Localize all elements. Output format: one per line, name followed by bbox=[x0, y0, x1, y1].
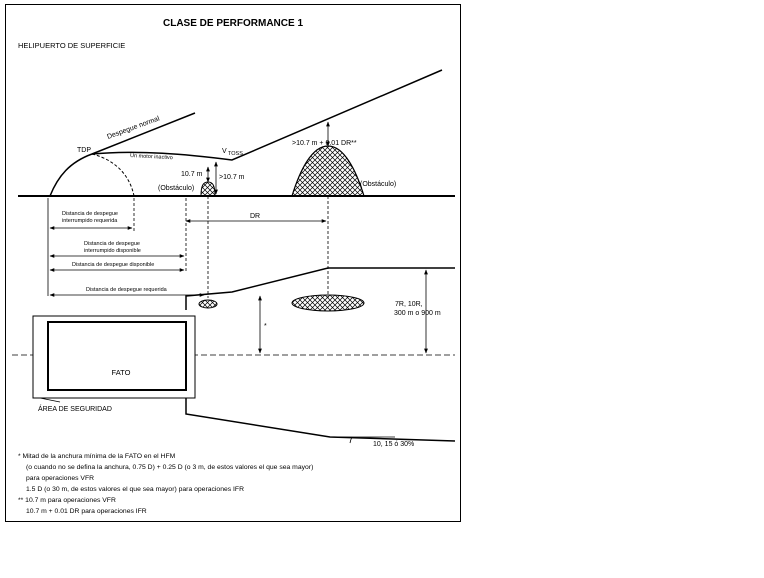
rejected-available-label-1: Distancia de despegue bbox=[84, 241, 140, 247]
engine-out-label: Un motor inactivo bbox=[130, 153, 173, 161]
takeoff-required-label: Distancia de despegue requerida bbox=[86, 287, 168, 293]
note-3: para operaciones VFR bbox=[26, 475, 94, 482]
half-width-asterisk: * bbox=[264, 323, 267, 330]
figure-border bbox=[5, 4, 461, 522]
rejected-available-label-2: interrumpido disponible bbox=[84, 248, 141, 254]
near-obstacle-plan bbox=[198, 299, 218, 309]
note-5: ** 10.7 m para operaciones VFR bbox=[18, 497, 116, 504]
dr-label: DR bbox=[250, 213, 260, 220]
tdp-label: TDP bbox=[77, 147, 91, 154]
rejected-takeoff-path bbox=[91, 153, 135, 197]
note-1: * Mitad de la anchura mínima de la FATO … bbox=[18, 453, 176, 460]
divergence-arc bbox=[349, 436, 353, 444]
rejected-required-label-2: interrumpido requerida bbox=[62, 218, 118, 224]
diagram-title: CLASE DE PERFORMANCE 1 bbox=[163, 18, 303, 29]
width-label-1: 7R, 10R, bbox=[395, 301, 423, 308]
near-obstacle bbox=[200, 181, 216, 197]
divergence-label: 10, 15 ó 30% bbox=[373, 441, 414, 448]
vtoss-subscript: TOSS bbox=[228, 151, 243, 157]
note-6: 10.7 m + 0.01 DR para operaciones IFR bbox=[26, 508, 147, 515]
note-2: (o cuando no se defina la anchura, 0.75 … bbox=[26, 464, 313, 471]
rejected-required-label-1: Distancia de despegue bbox=[62, 211, 118, 217]
note-4: 1.5 D (o 30 m, de estos valores el que s… bbox=[26, 486, 244, 493]
diagram-subtitle: HELIPUERTO DE SUPERFICIE bbox=[18, 41, 125, 50]
upper-boundary bbox=[185, 267, 455, 310]
lower-boundary bbox=[185, 398, 456, 442]
obstacle-left-label: (Obstáculo) bbox=[158, 185, 194, 192]
far-obstacle bbox=[291, 145, 365, 197]
fato-label: FATO bbox=[112, 368, 131, 377]
far-obstacle-plan bbox=[291, 294, 365, 312]
safety-area-label: ÁREA DE SEGURIDAD bbox=[38, 404, 112, 413]
takeoff-available-label: Distancia de despegue disponible bbox=[72, 262, 154, 268]
clearance-far-label: >10.7 m + 0.01 DR** bbox=[292, 140, 357, 147]
vtoss-label: V bbox=[222, 148, 227, 155]
clearance-near-label: 10.7 m bbox=[181, 171, 203, 178]
obstacle-right-label: (Obstáculo) bbox=[360, 181, 396, 188]
fato-rect bbox=[47, 321, 187, 391]
safety-area-leader bbox=[39, 397, 61, 403]
engine-out-path bbox=[91, 69, 443, 161]
width-label-2: 300 m o 900 m bbox=[394, 310, 441, 317]
normal-takeoff-path bbox=[49, 112, 196, 197]
clearance-gt-label: >10.7 m bbox=[219, 174, 245, 181]
